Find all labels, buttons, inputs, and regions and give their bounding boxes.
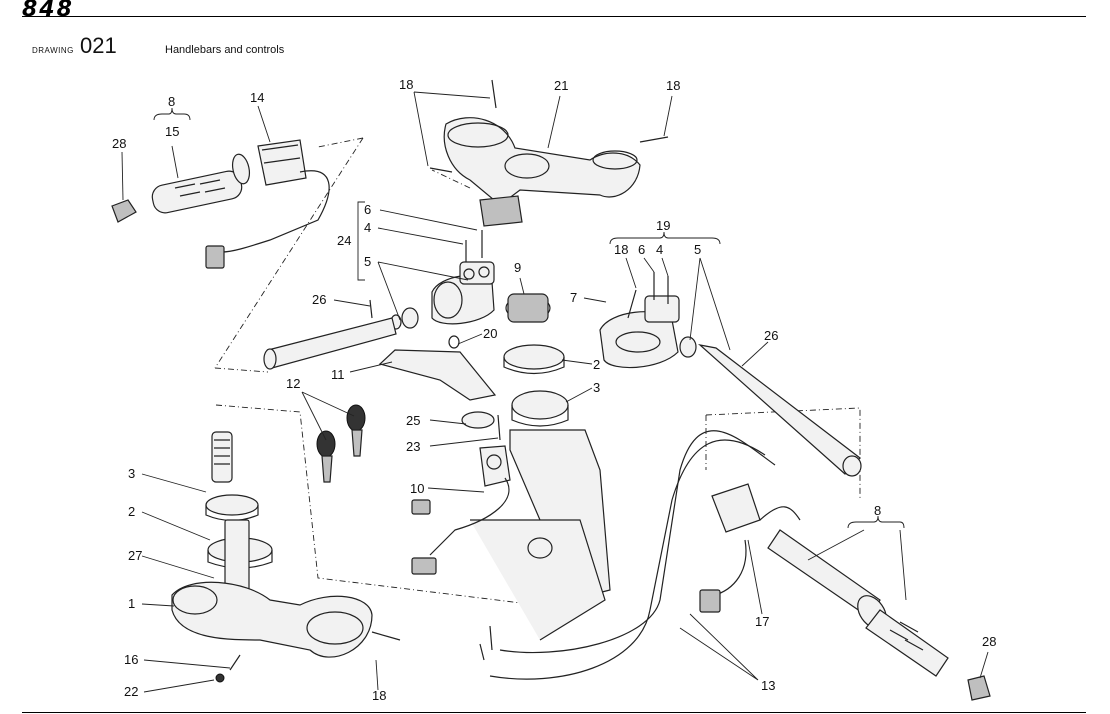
callout-20: 20 [483,326,497,341]
drawing-label: DRAWING [32,46,74,55]
callout-2-center: 2 [593,357,600,372]
callout-5-left: 5 [364,254,371,269]
right-clip-on [599,272,991,701]
callout-8-right: 8 [874,503,881,518]
throttle-cables [479,430,776,680]
callout-18-top-right: 18 [666,78,680,93]
callout-22: 22 [124,684,138,699]
drawing-title: Handlebars and controls [165,44,285,56]
left-grip-assembly [111,139,330,269]
callout-6-left: 6 [364,202,371,217]
callout-3-center: 3 [593,380,600,395]
ignition-and-frame [378,293,611,641]
header-rule [22,16,1086,17]
callout-13: 13 [761,678,775,693]
callout-19: 19 [656,218,670,233]
keys [316,404,366,483]
footer-rule [22,712,1086,713]
callout-8-left: 8 [168,94,175,109]
callout-4-left: 4 [364,220,371,235]
callout-17: 17 [755,614,769,629]
callout-7: 7 [570,290,577,305]
callout-26-left: 26 [312,292,326,307]
callout-14: 14 [250,90,264,105]
leader-lines [121,91,989,693]
callout-1: 1 [128,596,135,611]
callout-18-right: 18 [614,242,628,257]
drawing-number: 021 [80,33,117,58]
upper-triple-clamp [429,79,669,227]
left-clip-on [263,230,495,370]
callout-23: 23 [406,439,420,454]
callout-28-right: 28 [982,634,996,649]
callout-16: 16 [124,652,138,667]
callout-27: 27 [128,548,142,563]
callout-26-right: 26 [764,328,778,343]
callout-15: 15 [165,124,179,139]
callout-3-left: 3 [128,466,135,481]
lower-steering-stem [171,431,401,683]
callout-18-bottom: 18 [372,688,386,703]
callout-21: 21 [554,78,568,93]
callout-2-left: 2 [128,504,135,519]
callout-25: 25 [406,413,420,428]
callout-4-right: 4 [656,242,663,257]
callout-28-left: 28 [112,136,126,151]
callout-numbers: 28 8 15 14 18 21 18 6 4 24 5 26 9 20 11 … [112,77,996,703]
callout-9: 9 [514,260,521,275]
callout-10: 10 [410,481,424,496]
assembly-guide-lines [214,137,861,611]
callout-11: 11 [331,367,345,382]
callout-12: 12 [286,376,300,391]
callout-6-right: 6 [638,242,645,257]
callout-24: 24 [337,233,351,248]
callout-5-right: 5 [694,242,701,257]
callout-18-top-left: 18 [399,77,413,92]
